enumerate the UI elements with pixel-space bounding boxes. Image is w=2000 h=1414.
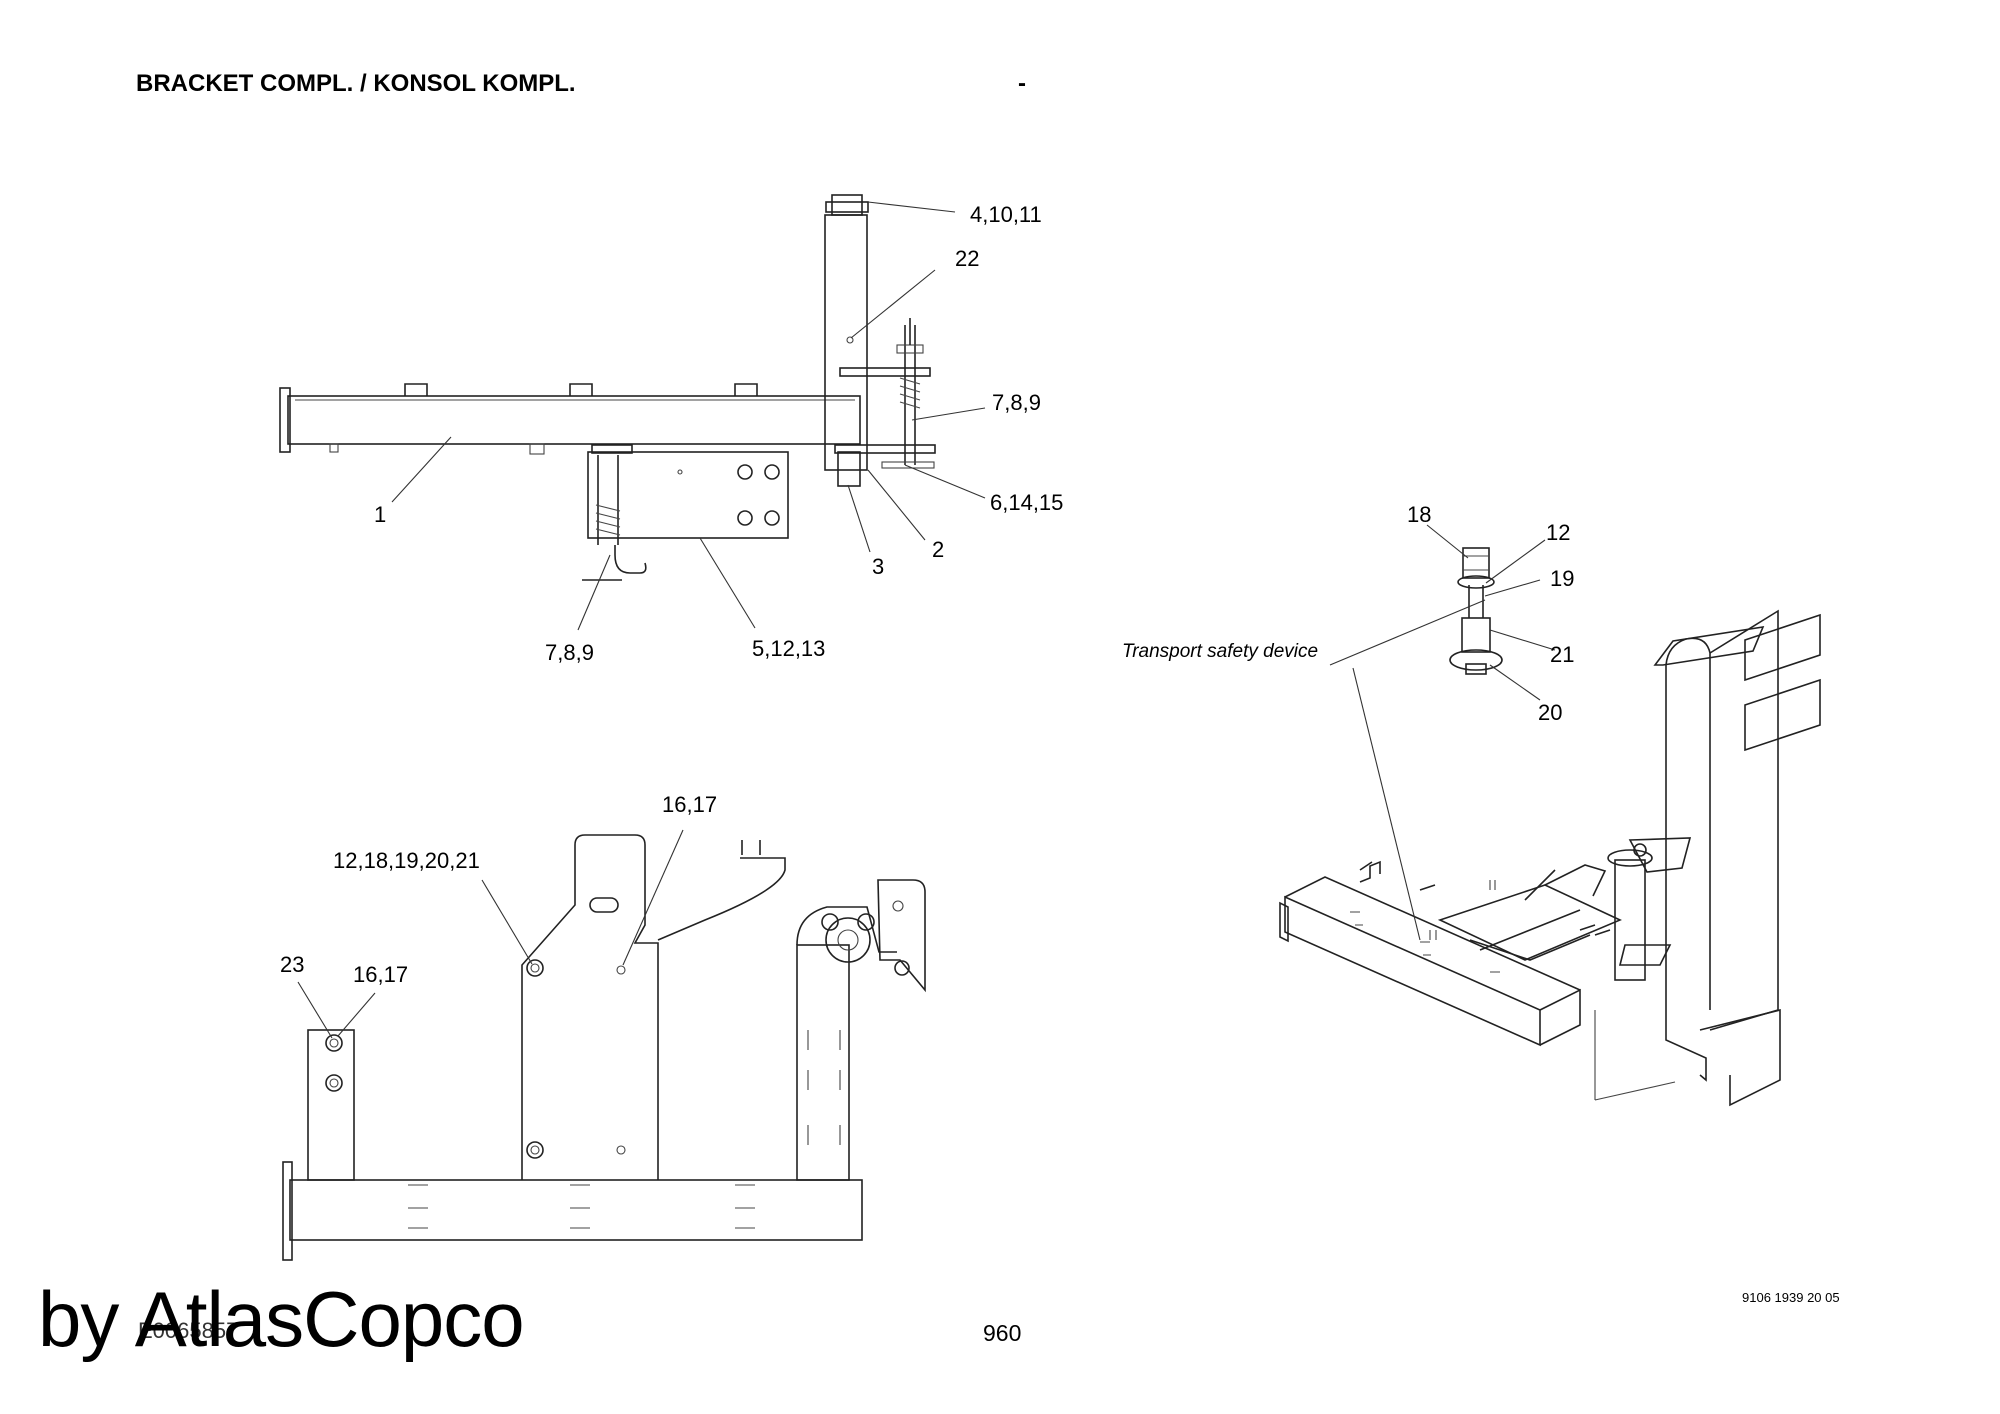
- iso-view-drawing: [1279, 547, 1821, 1107]
- callout-1: 1: [374, 502, 386, 527]
- callout-12-18-19-20-21: 12,18,19,20,21: [333, 848, 480, 873]
- callout-18: 18: [1407, 502, 1431, 527]
- callout-21: 21: [1550, 642, 1574, 667]
- callout-2: 2: [932, 537, 944, 562]
- callout-19: 19: [1550, 566, 1574, 591]
- watermark: by AtlasCopco: [38, 1275, 525, 1363]
- page-title: BRACKET COMPL. / KONSOL KOMPL.: [136, 70, 576, 97]
- callout-7-8-9-lower: 7,8,9: [545, 640, 594, 665]
- callout-16-17-upper: 16,17: [662, 792, 717, 817]
- transport-safety-device-label: Transport safety device: [1122, 641, 1318, 662]
- callout-5-12-13: 5,12,13: [752, 636, 825, 661]
- side-view-drawing: [279, 194, 936, 581]
- header-dash: -: [1018, 70, 1026, 97]
- callout-3: 3: [872, 554, 884, 579]
- callout-4-10-11: 4,10,11: [970, 202, 1042, 227]
- document-reference: 9106 1939 20 05: [1742, 1290, 1840, 1305]
- top-view-drawing: [282, 834, 926, 1261]
- page-number: 960: [983, 1320, 1022, 1346]
- side-view-leaders: [391, 201, 986, 631]
- iso-view-leaders: [1329, 524, 1556, 941]
- callout-20: 20: [1538, 700, 1562, 725]
- drawing-number: E0065857: [138, 1318, 239, 1343]
- callout-16-17-lower: 16,17: [353, 962, 408, 987]
- callout-6-14-15: 6,14,15: [990, 490, 1063, 515]
- callout-12: 12: [1546, 520, 1570, 545]
- top-view-leaders: [297, 829, 684, 1039]
- callout-22: 22: [955, 246, 979, 271]
- callout-23: 23: [280, 952, 304, 977]
- callout-7-8-9-upper: 7,8,9: [992, 390, 1041, 415]
